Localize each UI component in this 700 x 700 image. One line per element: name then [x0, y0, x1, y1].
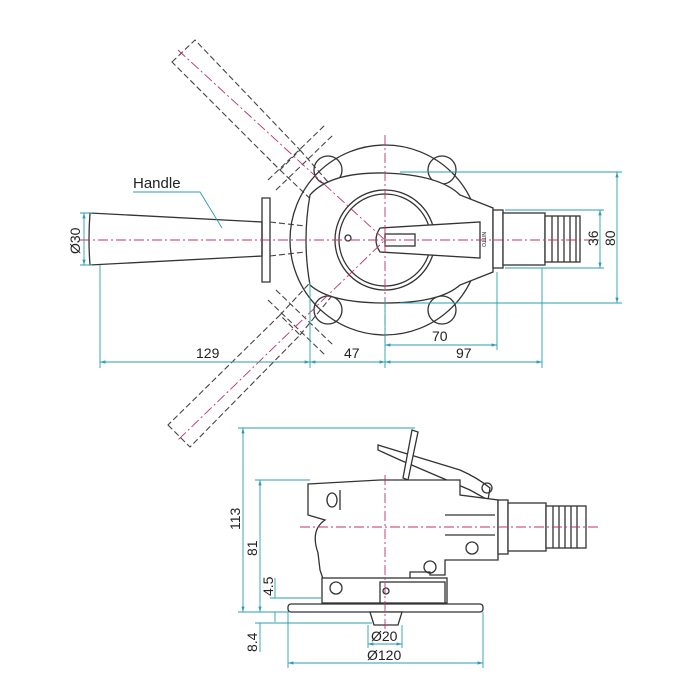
handle [88, 197, 306, 283]
flange-hole [313, 295, 343, 325]
dim-body-height-text: 81 [244, 540, 260, 556]
screw [465, 541, 479, 555]
sanding-pad [287, 603, 484, 613]
dim-overall-front-text: 97 [456, 345, 472, 361]
dim-spindle-text: 8.4 [244, 632, 260, 652]
screw [329, 581, 343, 595]
clamp [379, 581, 446, 604]
dim-body-rear-text: 47 [344, 345, 360, 361]
dim-spindle-diameter-text: Ø20 [371, 628, 398, 644]
body-edge [445, 514, 495, 536]
flange-hole [427, 295, 457, 325]
side-view: 113 81 4.5 8.4 Ø20 Ø120 [227, 427, 598, 668]
handle-label: Handle [133, 175, 181, 192]
dim-body-height-text: 80 [602, 230, 618, 246]
dim-pad-thickness-text: 4.5 [260, 576, 276, 596]
pin [344, 234, 352, 242]
top-view: NITTO Handle Ø30 36 80 70 129 47 [67, 39, 622, 448]
side-body [307, 479, 499, 583]
pin [382, 587, 390, 595]
pivot-pin [481, 482, 493, 494]
extension-line [238, 427, 415, 624]
dim-handle-length-text: 129 [196, 345, 220, 361]
dim-handle-diameter-text: Ø30 [67, 227, 83, 254]
extension-line [99, 265, 543, 368]
air-inlet-fitting [492, 209, 581, 269]
extension-line [80, 212, 92, 266]
dim-fitting-height-text: 36 [585, 230, 601, 246]
logo-text: NITTO [480, 232, 486, 247]
handle-leader [133, 191, 223, 229]
screw [423, 560, 437, 574]
side-port [326, 492, 338, 508]
dim-pad-diameter-text: Ø120 [367, 647, 401, 663]
alternate-handle-upper [171, 39, 336, 209]
centerline-alt [177, 49, 386, 441]
extension-line [400, 171, 622, 304]
dim-overall-height-text: 113 [227, 507, 243, 530]
dim-body-front-text: 70 [432, 328, 448, 344]
extension-line [287, 612, 484, 668]
spindle [369, 611, 403, 626]
